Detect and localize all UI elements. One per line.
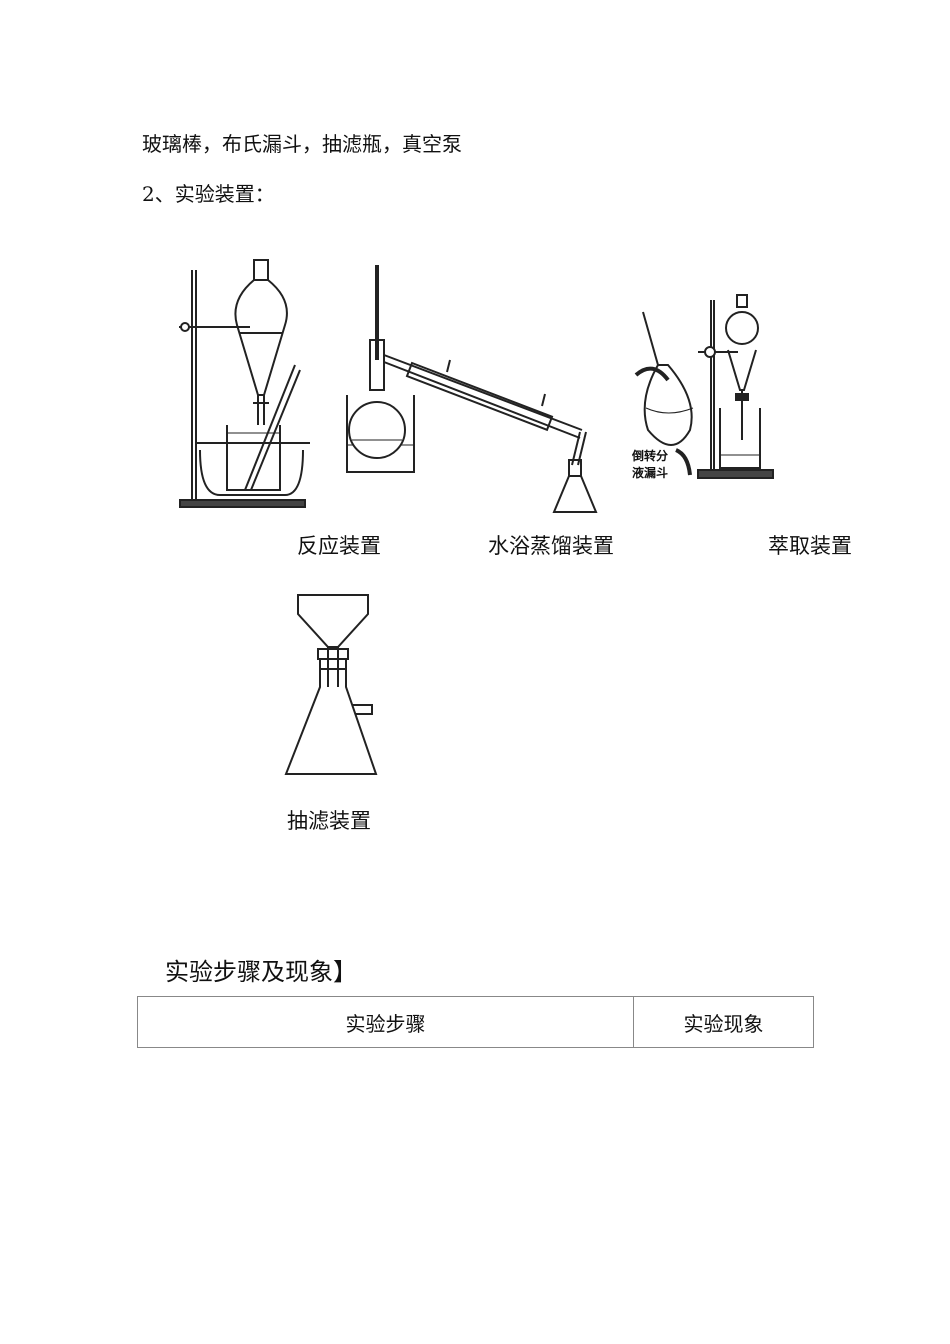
reaction-apparatus-caption: 反应装置 [297,534,381,558]
table-header-row: 实验步骤 实验现象 [137,996,814,1048]
header-cell-steps: 实验步骤 [137,996,634,1048]
materials-line: 玻璃棒，布氏漏斗，抽滤瓶，真空泵 [142,132,462,156]
extraction-inset-label-2: 液漏斗 [632,466,669,480]
extraction-apparatus-caption: 萃取装置 [768,534,852,558]
extraction-inset-label-1: 倒转分 [632,449,669,463]
distillation-apparatus-caption: 水浴蒸馏装置 [488,534,614,558]
extraction-apparatus-figure [634,294,774,479]
distillation-apparatus-figure [346,265,598,513]
steps-table: 实验步骤 实验现象 [137,996,814,1048]
steps-section-heading: 实验步骤及现象】 [165,958,357,986]
apparatus-section-title: 2、实验装置： [142,182,275,206]
filtration-apparatus-figure [284,594,378,775]
reaction-apparatus-figure [179,259,310,508]
header-cell-phenomena: 实验现象 [633,996,814,1048]
filtration-apparatus-caption: 抽滤装置 [287,809,371,833]
